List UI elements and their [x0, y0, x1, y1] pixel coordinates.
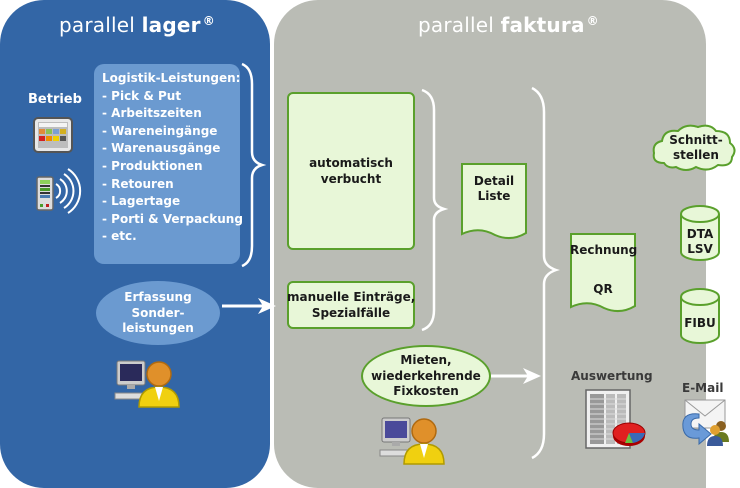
title-parallel-faktura: parallel faktura® [418, 13, 599, 37]
manuelle-eintraege-label: manuelle Einträge, Spezialfälle [287, 289, 415, 321]
email-send-icon [682, 399, 729, 446]
qr-label: QR [593, 282, 613, 296]
email-label: E-Mail [682, 381, 724, 395]
logistik-leistungen-list: Logistik-Leistungen: - Pick & Put - Arbe… [102, 70, 243, 246]
logistik-item: - Warenausgänge [102, 141, 221, 156]
title-faktura-prefix: parallel [418, 13, 495, 37]
logistik-item: - Porti & Verpackung [102, 211, 243, 226]
dta-lsv-database-icon [680, 205, 720, 261]
fibu-label: FIBU [684, 316, 716, 330]
logistik-item: - etc. [102, 229, 137, 244]
arrow-right-icon [491, 368, 541, 384]
mieten-line: Fixkosten [393, 384, 459, 398]
touchscreen-terminal-icon [33, 117, 73, 153]
detail-liste-document [461, 163, 527, 239]
rechnung-qr-document [570, 233, 636, 312]
registered-mark: ® [202, 14, 215, 28]
computer-user-icon [114, 360, 180, 408]
title-lager-name: lager [141, 13, 201, 37]
manuell-line: Spezialfälle [311, 306, 391, 320]
schnittstellen-line: Schnitt- [669, 133, 723, 147]
rechnung-label: Rechnung [570, 243, 638, 257]
brace-rechnung [531, 86, 560, 460]
handheld-scanner-wireless-icon [36, 168, 82, 214]
mieten-fixkosten-ellipse [361, 345, 491, 407]
auto-line: verbucht [320, 172, 382, 186]
auswertung-label: Auswertung [571, 369, 653, 383]
title-lager-prefix: parallel [59, 13, 136, 37]
dta-line: LSV [687, 242, 713, 256]
betrieb-label: Betrieb [28, 92, 82, 107]
mieten-line: wiederkehrende [371, 368, 481, 383]
auto-line: automatisch [309, 156, 393, 170]
brace-logistik [241, 62, 267, 268]
registered-mark: ® [586, 14, 599, 28]
computer-user-icon [379, 417, 445, 465]
detail-line: Detail [473, 174, 515, 188]
erfassung-label: Erfassung Sonder- leistungen [96, 290, 220, 337]
detail-line: Liste [477, 189, 511, 203]
mieten-line: Mieten, [400, 353, 452, 367]
logistik-item: - Arbeitszeiten [102, 106, 202, 121]
manuelle-eintraege-box [287, 281, 415, 329]
dta-lsv-label: DTA LSV [679, 227, 721, 257]
automatisch-verbucht-label: automatisch verbucht [287, 155, 415, 187]
schnittstellen-line: stellen [673, 148, 719, 162]
automatisch-verbucht-box [287, 92, 415, 250]
manuell-line: manuelle Einträge, [287, 290, 416, 304]
brace-buchungen [421, 88, 449, 332]
logistik-item: - Retouren [102, 176, 174, 191]
logistik-item: - Lagertage [102, 194, 181, 209]
logistik-leistungen-box [94, 64, 240, 264]
erfassung-line: Erfassung [124, 290, 192, 304]
auswertung-report-icon [585, 389, 646, 449]
logistik-item: - Produktionen [102, 158, 203, 173]
schnittstellen-cloud [652, 124, 736, 171]
schnittstellen-label: Schnitt- stellen [654, 133, 738, 163]
fibu-database-icon [680, 288, 720, 344]
detail-liste-label: Detail Liste [461, 174, 527, 204]
dta-line: DTA [686, 227, 714, 241]
logistik-item: - Pick & Put [102, 88, 182, 103]
mieten-fixkosten-label: Mieten, wiederkehrende Fixkosten [361, 353, 491, 400]
erfassung-line: Sonder- [131, 305, 185, 320]
erfassung-line: leistungen [122, 321, 194, 335]
title-faktura-name: faktura [500, 13, 585, 37]
erfassung-sonderleistungen-ellipse [96, 281, 220, 345]
logistik-item: - Wareneingänge [102, 123, 218, 138]
title-parallel-lager: parallel lager® [59, 13, 215, 37]
logistik-heading: Logistik-Leistungen: [102, 71, 241, 85]
arrow-right-icon [222, 298, 276, 314]
